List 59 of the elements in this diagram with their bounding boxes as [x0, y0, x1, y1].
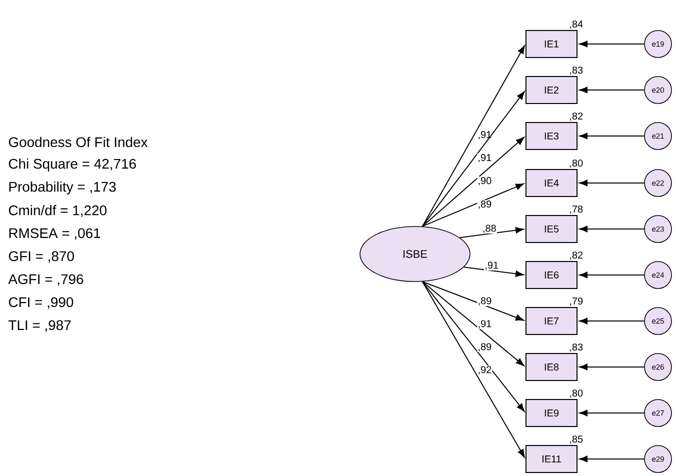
arrow	[422, 136, 524, 227]
arrow	[422, 183, 524, 227]
edge-label: ,89	[477, 342, 492, 352]
indicator-box: IE6	[526, 261, 578, 289]
arrow	[579, 40, 645, 48]
arrow	[579, 132, 645, 140]
r-squared-value: ,78	[570, 206, 583, 214]
arrow	[579, 410, 645, 416]
arrow	[422, 281, 524, 321]
r-squared-value: ,83	[570, 66, 583, 75]
edge-label: ,91	[477, 153, 492, 163]
edge-label: ,92	[477, 366, 492, 376]
indicator-box: IE11	[526, 445, 578, 473]
indicator-box: IE5	[526, 215, 578, 243]
edge-label: ,89	[477, 200, 492, 210]
edge-label: ,89	[477, 296, 492, 306]
fit-statistic: TLI = ,987	[8, 320, 71, 332]
arrow	[579, 86, 645, 94]
arrow	[422, 45, 525, 227]
indicator-box: IE4	[526, 169, 578, 197]
r-squared-value: ,84	[570, 20, 583, 29]
r-squared-value: ,80	[570, 160, 583, 168]
indicator-box: IE3	[526, 122, 578, 150]
fit-statistic: AGFI = ,796	[8, 274, 84, 286]
r-squared-value: ,79	[570, 298, 583, 306]
indicator-box: IE8	[526, 353, 578, 381]
edge-label: ,91	[477, 320, 492, 330]
arrow	[422, 91, 525, 227]
fit-statistic: RMSEA = ,061	[9, 228, 100, 240]
arrow	[579, 318, 645, 324]
r-squared-value: ,80	[570, 390, 583, 398]
arrow	[579, 456, 645, 462]
arrow	[463, 266, 524, 277]
arrow	[422, 281, 524, 366]
edge-label: ,91	[484, 261, 500, 270]
fit-statistic: Cmin/df = 1,220	[8, 205, 106, 217]
indicator-box: IE9	[526, 399, 578, 427]
edge-label: ,88	[482, 224, 497, 234]
fit-statistic: Probability = ,173	[9, 182, 116, 194]
indicator-box: IE7	[526, 307, 578, 335]
r-squared-value: ,85	[570, 436, 583, 444]
edge-label: ,90	[477, 176, 492, 186]
arrow	[579, 226, 645, 232]
arrow	[422, 281, 525, 412]
arrow	[579, 364, 645, 370]
fit-statistic: Chi Square = 42,716	[8, 158, 136, 172]
arrow	[422, 281, 525, 458]
arrow	[579, 272, 645, 278]
edge-label: ,91	[477, 130, 492, 140]
fit-statistic: GFI = ,870	[8, 251, 74, 263]
fit-statistic: CFI = ,990	[8, 297, 74, 309]
indicator-box: IE1	[526, 30, 578, 58]
fit-heading: Goodness Of Fit Index	[8, 136, 148, 148]
arrow	[579, 180, 645, 186]
r-squared-value: ,83	[570, 344, 583, 352]
r-squared-value: ,82	[570, 252, 583, 260]
r-squared-value: ,82	[570, 112, 583, 121]
indicator-box: IE2	[526, 76, 578, 104]
arrow	[459, 227, 524, 238]
